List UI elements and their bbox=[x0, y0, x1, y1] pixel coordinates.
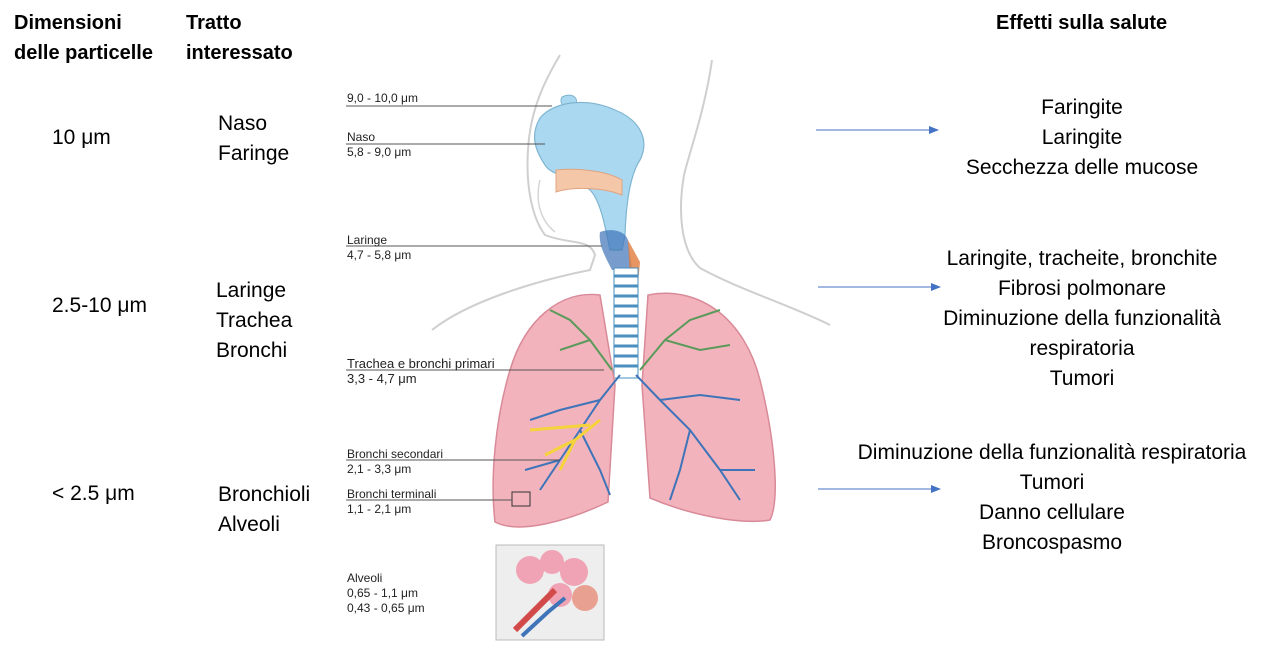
head-outline bbox=[431, 54, 597, 331]
effects-row-2: Laringite, tracheite, bronchite Fibrosi … bbox=[943, 247, 1221, 390]
effects-row-1: Faringite Laringite Secchezza delle muco… bbox=[965, 96, 1199, 179]
secondary-bronchi-highlight bbox=[529, 418, 601, 471]
size-row-1: 10 μm bbox=[52, 126, 111, 149]
bronchial-tree bbox=[524, 374, 755, 501]
alveoli-illustration bbox=[512, 550, 598, 638]
effects-row-3: Diminuzione della funzionalità respirato… bbox=[857, 441, 1247, 554]
upper-bronchi bbox=[549, 309, 731, 371]
label-sinus: 9,0 - 10,0 μm bbox=[347, 91, 418, 105]
header-particle-size: Dimensioni delle particelle bbox=[14, 12, 153, 64]
label-alveoli: Alveoli 0,65 - 1,1 μm 0,43 - 0,65 μm bbox=[347, 571, 425, 615]
size-row-2: 2.5-10 μm bbox=[52, 294, 147, 317]
label-larynx: Laringe 4,7 - 5,8 μm bbox=[347, 233, 412, 262]
neck-outline bbox=[680, 59, 831, 326]
palate-shape bbox=[555, 168, 623, 196]
label-secondary-bronchi: Bronchi secondari 2,1 - 3,3 μm bbox=[347, 447, 444, 476]
header-health-effects: Effetti sulla salute bbox=[996, 12, 1168, 34]
label-trachea: Trachea e bronchi primari 3,3 - 4,7 μm bbox=[347, 356, 495, 386]
header-tract: Tratto interessato bbox=[186, 12, 293, 64]
right-lung-shape bbox=[492, 293, 616, 528]
label-leaders bbox=[346, 105, 604, 501]
label-nose: Naso 5,8 - 9,0 μm bbox=[347, 130, 412, 159]
tract-row-3: Bronchioli Alveoli bbox=[218, 483, 311, 536]
detail-marker bbox=[511, 491, 531, 507]
tract-row-1: Naso Faringe bbox=[218, 112, 290, 165]
tract-row-2: Laringe Trachea Bronchi bbox=[216, 279, 293, 362]
larynx-shape bbox=[599, 230, 632, 270]
size-row-3: < 2.5 μm bbox=[52, 482, 135, 505]
left-lung-shape bbox=[641, 292, 776, 523]
label-terminal-bronchi: Bronchi terminali 1,1 - 2,1 μm bbox=[347, 487, 437, 516]
